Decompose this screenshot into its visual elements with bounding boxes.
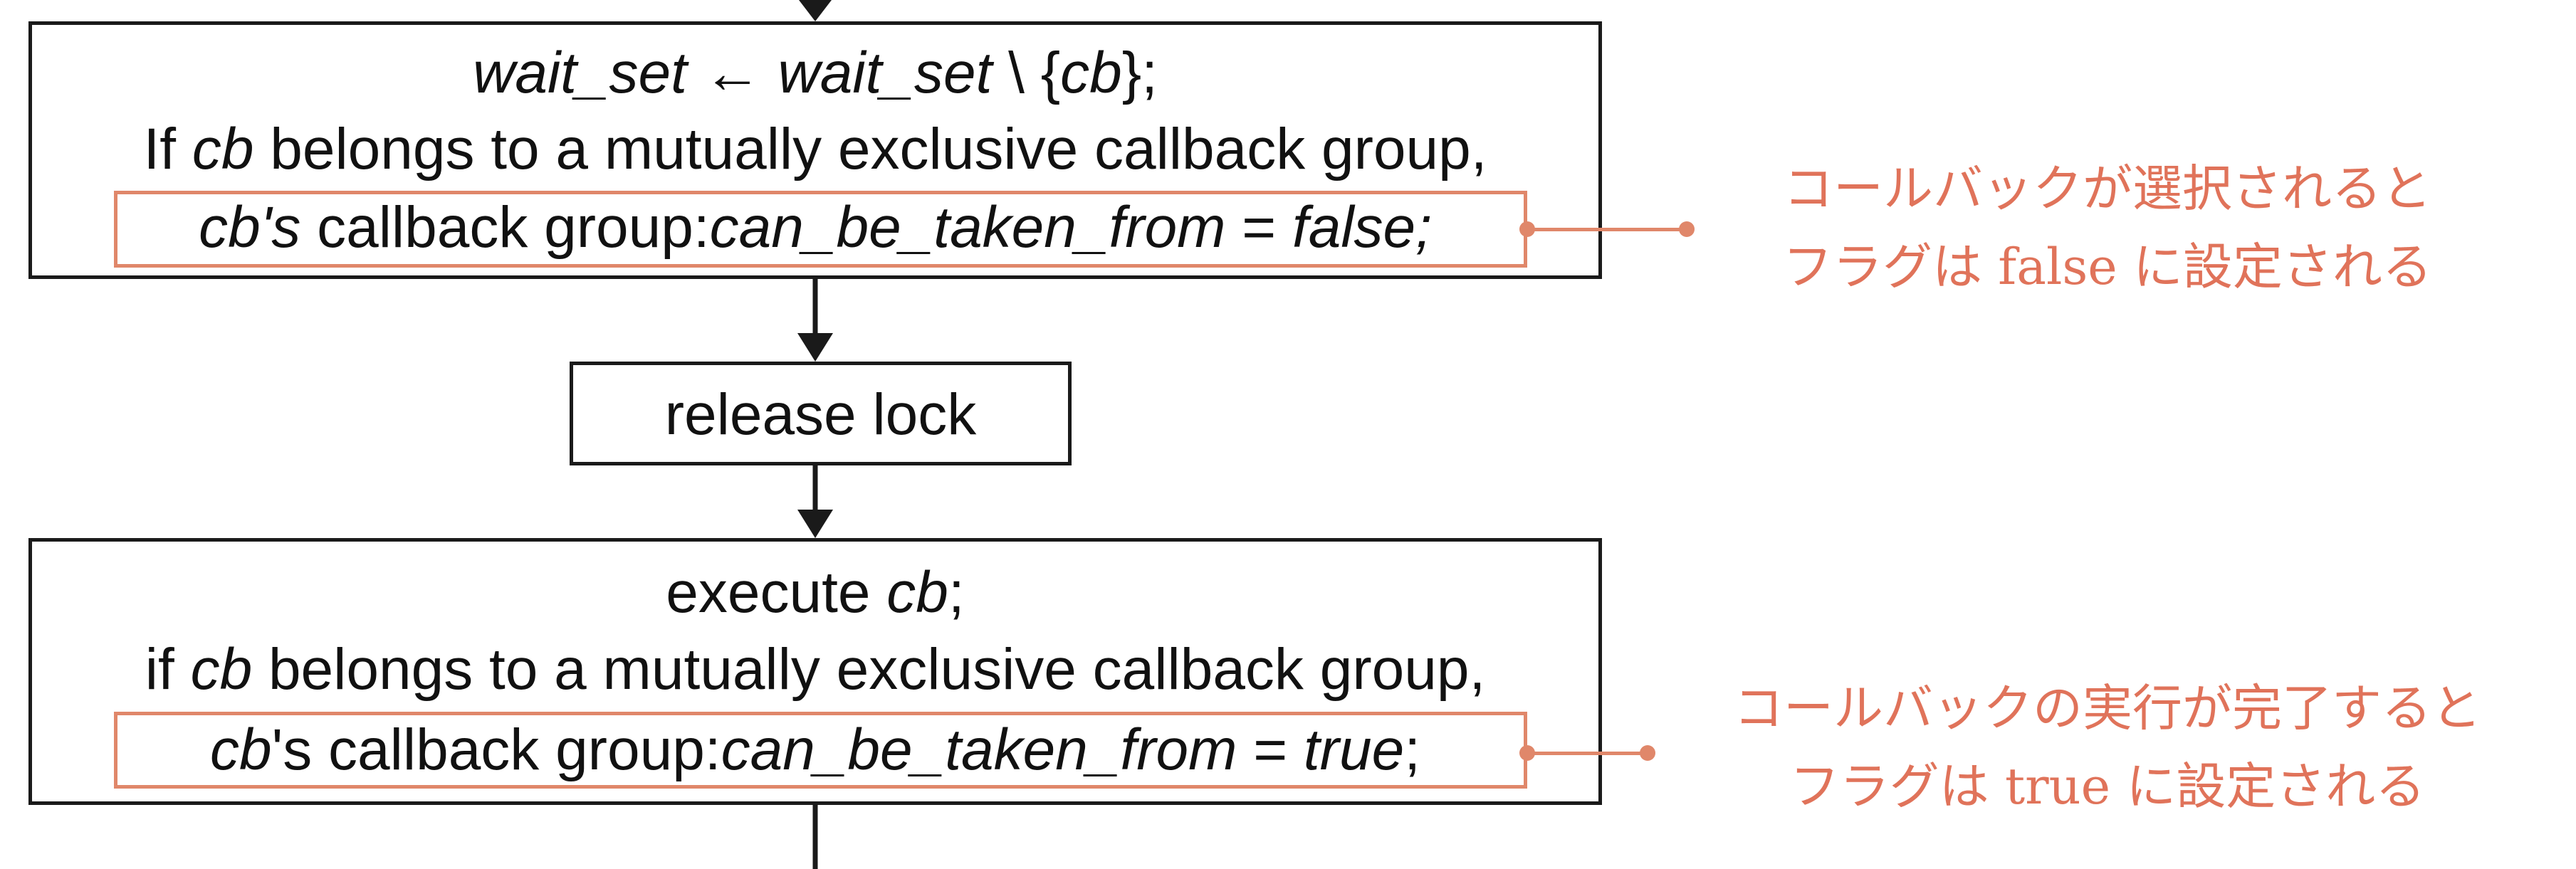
wait-set-var: wait_set [473, 41, 687, 105]
execute-line: execute cb; [32, 557, 1598, 628]
flag-name: can_be_taken_from [721, 717, 1237, 782]
false-value: false; [1292, 195, 1432, 260]
callback-group-label: callback group: [300, 195, 710, 260]
equals-sign: = [1237, 717, 1304, 782]
cb-possessive: cb's [199, 195, 301, 260]
connector-line-bottom [1527, 752, 1648, 755]
annotation-false-line1: コールバックが選択されると [1784, 159, 2431, 218]
flag-name: can_be_taken_from [709, 195, 1226, 260]
equals-sign: = [1225, 195, 1292, 260]
condition-line-2: if cb belongs to a mutually exclusive ca… [32, 634, 1598, 705]
condition-text: belongs to a mutually exclusive callback… [252, 637, 1486, 702]
connector-dot-top-end [1679, 221, 1695, 237]
if-keyword: if [145, 637, 191, 702]
flag-false-line: cb's callback group:can_be_taken_from = … [32, 192, 1598, 263]
cb-var: cb [210, 717, 272, 782]
arrow-top-in-head [799, 0, 832, 21]
highlight-true-assignment [114, 712, 1527, 789]
execute-box: execute cb; if cb belongs to a mutually … [28, 538, 1602, 805]
condition-line: If cb belongs to a mutually exclusive ca… [32, 114, 1598, 185]
connector-line-top [1527, 228, 1687, 231]
release-lock-label: release lock [664, 382, 977, 447]
set-minus: \ { [992, 41, 1061, 105]
flag-true-line: cb's callback group:can_be_taken_from = … [32, 715, 1598, 786]
execute-keyword: execute [666, 560, 887, 625]
set-close: }; [1121, 41, 1158, 105]
wait-set-line: wait_set ← wait_set \ {cb}; [32, 38, 1598, 109]
semicolon: ; [1404, 717, 1420, 782]
if-keyword: If [143, 117, 192, 181]
assign-arrow: ← [686, 41, 778, 105]
condition-text: belongs to a mutually exclusive callback… [253, 117, 1487, 181]
annotation-false-line2: フラグは false に設定される [1783, 238, 2432, 296]
callback-group-label: 's callback group: [271, 717, 721, 782]
highlight-false-assignment [114, 191, 1527, 268]
semicolon: ; [948, 560, 965, 625]
cb-var: cb [192, 117, 254, 181]
connector-dot-bottom-end [1640, 745, 1655, 761]
wait-set-box: wait_set ← wait_set \ {cb}; If cb belong… [28, 21, 1602, 279]
wait-set-var-2: wait_set [777, 41, 993, 105]
annotation-true: コールバックの実行が完了すると フラグは true に設定される [1663, 669, 2553, 826]
cb-var: cb [886, 560, 948, 625]
arrow-box2-to-box3-head [797, 510, 833, 538]
annotation-true-line1: コールバックの実行が完了すると [1734, 679, 2481, 737]
annotation-true-line2: フラグは true に設定される [1789, 757, 2426, 816]
cb-var: cb [190, 637, 253, 702]
arrow-box1-to-box2-head [797, 333, 833, 362]
annotation-false: コールバックが選択されると フラグは false に設定される [1709, 149, 2506, 306]
cb-var: cb [1060, 41, 1122, 105]
true-value: true [1303, 717, 1405, 782]
release-lock-box: release lock [570, 362, 1072, 465]
